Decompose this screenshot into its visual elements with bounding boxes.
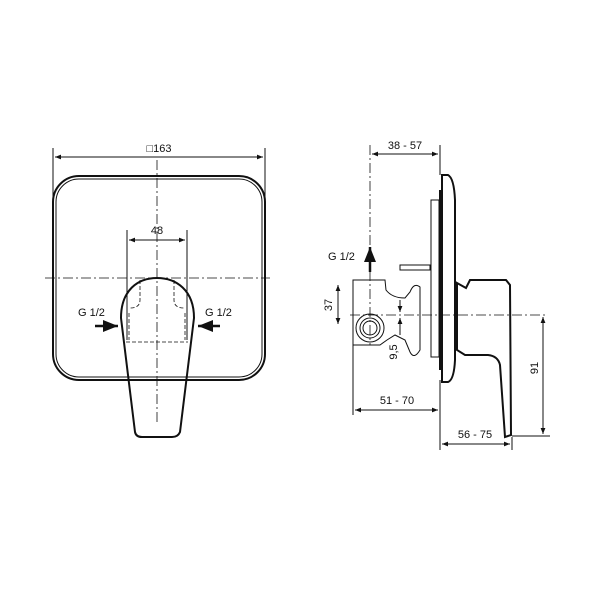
side-view: 38 - 57 G 1/2 37 9,5 51 - 70 56 - 75 [323,140,550,450]
inlet-left-label: G 1/2 [78,307,105,319]
depth-top-label: 38 - 57 [388,140,422,152]
front-view: □163 48 G 1/2 G 1/2 [45,143,270,438]
handle-height-label: 91 [529,362,541,374]
handle-width-label: 48 [151,225,163,237]
cover-plate-side [441,174,456,383]
depth-body-label: 51 - 70 [380,395,414,407]
lever-handle [119,276,196,438]
lever-handle-side [456,279,513,439]
depth-handle-label: 56 - 75 [458,429,492,441]
outlet-label: G 1/2 [328,251,355,263]
inlet-pipe [355,313,385,343]
inlet-offset-label: 37 [323,299,335,311]
offset-label: 9,5 [388,344,400,359]
inlet-right-label: G 1/2 [205,307,232,319]
width-label: □163 [147,143,172,155]
